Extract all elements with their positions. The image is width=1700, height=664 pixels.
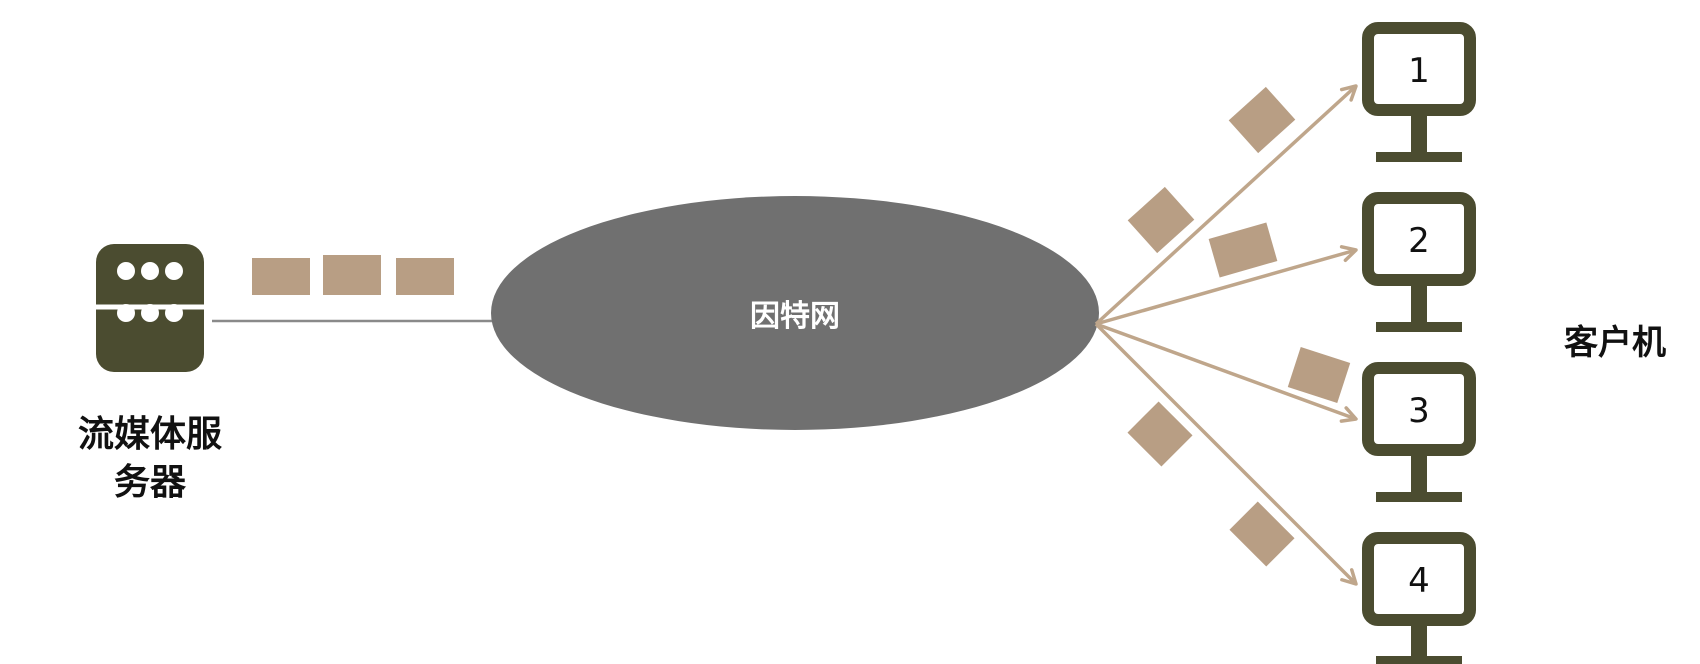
monitor-icon: 4 xyxy=(1362,532,1476,664)
internet-cloud xyxy=(491,196,1099,430)
monitor-icon: 2 xyxy=(1362,192,1476,332)
server-icon xyxy=(96,244,204,372)
packet xyxy=(1228,86,1296,154)
client-number: 4 xyxy=(1408,561,1430,601)
packet xyxy=(1229,501,1295,567)
packet xyxy=(323,255,381,295)
client-arrows xyxy=(1094,84,1358,586)
arrow-to-client-3 xyxy=(1095,322,1358,423)
client-label: 客户机 xyxy=(1564,323,1666,363)
client-number: 2 xyxy=(1408,221,1430,261)
arrow-to-client-4 xyxy=(1094,322,1358,586)
packet xyxy=(1208,222,1278,278)
monitor-icon: 3 xyxy=(1362,362,1476,502)
packet xyxy=(1127,401,1193,467)
arrow-to-client-2 xyxy=(1095,245,1358,326)
monitor-icon: 1 xyxy=(1362,22,1476,162)
network-label: 因特网 xyxy=(750,299,840,334)
packet xyxy=(1287,346,1351,404)
link-packets xyxy=(252,255,454,295)
server-label-line1: 流媒体服 xyxy=(78,414,222,455)
packet xyxy=(1127,186,1195,254)
arrow-to-client-1 xyxy=(1094,84,1358,326)
client-number: 1 xyxy=(1408,51,1430,91)
packet xyxy=(252,258,310,295)
client-number: 3 xyxy=(1408,391,1430,431)
arrow-packets xyxy=(1127,86,1351,567)
packet xyxy=(396,258,454,295)
server-label-line2: 务器 xyxy=(114,462,187,503)
